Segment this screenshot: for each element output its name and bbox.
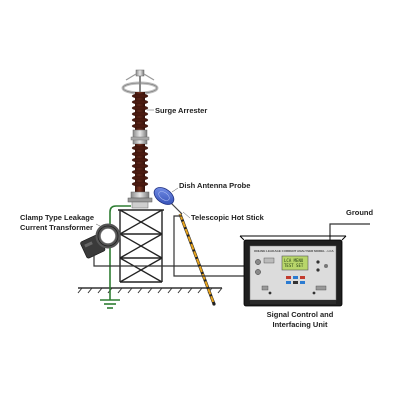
label-dish-antenna-probe: Dish Antenna Probe — [179, 181, 251, 190]
signal-control-unit — [239, 235, 347, 307]
label-surge-arrester: Surge Arrester — [155, 106, 208, 115]
arrester-sheds-upper — [131, 93, 149, 129]
connector-2 — [255, 269, 261, 275]
ground-surface — [77, 287, 223, 294]
label-clamp-ct: Clamp Type Leakage Current Transformer — [20, 213, 94, 233]
ground-symbol — [100, 299, 120, 309]
instrument-display — [281, 255, 309, 271]
telescopic-hot-stick — [178, 213, 216, 306]
arrester-sheds-lower — [131, 145, 149, 187]
ct-signal-cable — [93, 254, 246, 267]
label-ground: Ground — [346, 208, 374, 217]
label-signal-unit: Signal Control and Interfacing Unit — [250, 310, 350, 330]
earth-conductor — [109, 205, 131, 300]
label-clamp-ct-line1: Clamp Type Leakage — [20, 213, 95, 222]
probe-signal-cable — [173, 215, 246, 277]
instrument-brand-text: ONLINE LEAKAGE CURRENT ANALYSER MODEL - … — [254, 249, 334, 253]
label-telescopic-hot-stick: Telescopic Hot Stick — [191, 213, 264, 222]
instrument-display-text: LCA MENU TEST SET — [284, 258, 303, 268]
keypad — [286, 276, 305, 284]
leader-lines — [95, 109, 191, 229]
surge-arrester — [127, 92, 153, 209]
display-line-2: TEST SET — [284, 263, 304, 268]
clamp-ct — [80, 223, 121, 259]
display-line-1: LCA MENU — [284, 258, 304, 263]
connector-1 — [255, 259, 261, 265]
dish-antenna-probe — [153, 187, 183, 215]
grading-ring — [121, 69, 159, 95]
support-structure — [118, 209, 164, 283]
label-signal-unit-line2: Interfacing Unit — [272, 320, 328, 329]
label-clamp-ct-line2: Current Transformer — [20, 223, 93, 232]
label-signal-unit-line1: Signal Control and — [266, 310, 334, 319]
